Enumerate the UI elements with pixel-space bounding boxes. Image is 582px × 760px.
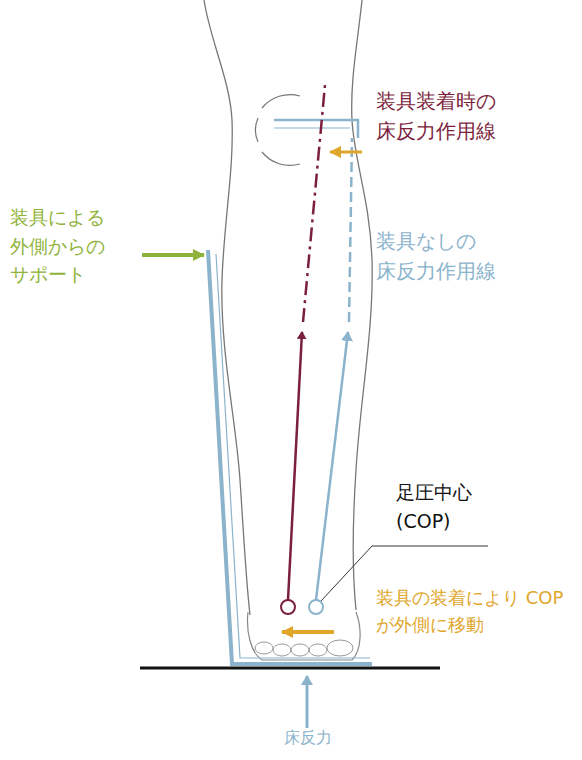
line-of-action-label: 装具なしの 床反力作用線 <box>376 226 546 286</box>
floor-reaction-label: 床反力 <box>268 728 348 749</box>
shift-label: 装具の装着により COP が外側に移動 <box>376 584 571 638</box>
line-of-action-label: 装具装着時の 床反力作用線 <box>376 86 546 146</box>
cop-label: 足圧中心 (COP) <box>396 478 516 535</box>
support-label: 装具による 外側からの サポート <box>10 203 138 289</box>
